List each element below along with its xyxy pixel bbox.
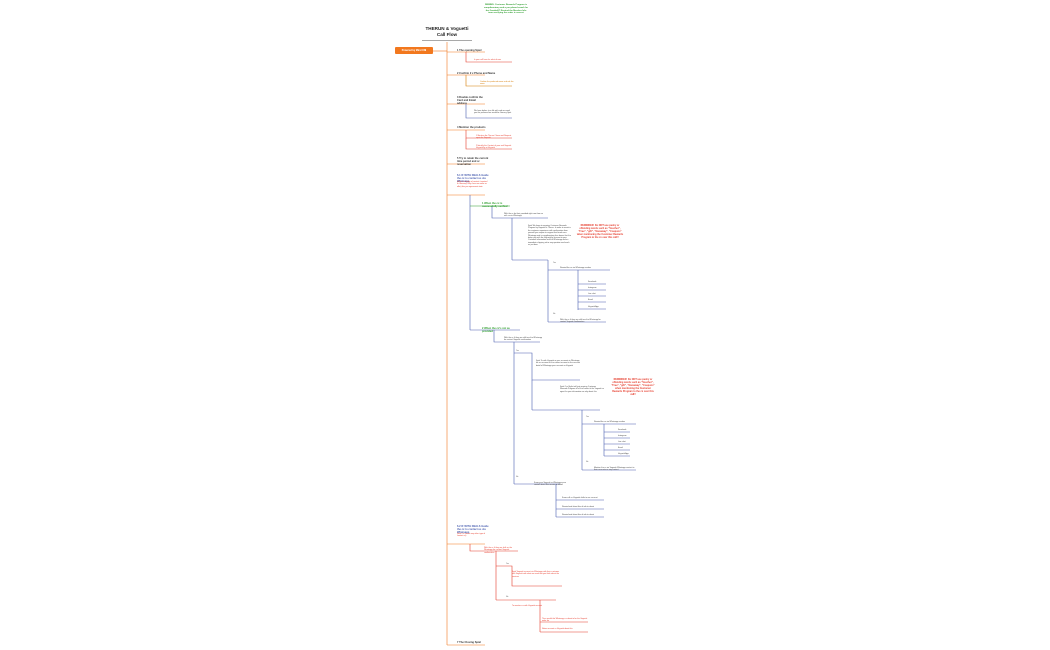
no-label-3: No [516,476,519,478]
leaf-opening: Is your call have he what of ours [474,59,502,61]
detail-5: Spiel To with Voguetti or your accounts … [536,360,580,367]
detail-17: Notes account cx Voguetti about this [542,628,573,630]
option-facebook[interactable]: Facebook [588,281,597,283]
option-app[interactable]: Voguetti App [588,306,599,308]
sub-branch-verified[interactable]: 1 When the cx is successfully verified [482,202,508,209]
branch-6-2-sub: (also it is shown any other type of cont… [457,533,486,538]
option-livechat[interactable]: Live chat [588,293,596,295]
branch-6-1[interactable]: 6.1 IF WITH DEALS Guide the cx to contac… [457,174,489,184]
red-reminder-1: REMINDER: Do NOT use pushy or offending … [576,224,624,239]
detail-2: Remind the cx via Whatsapp number [560,267,591,269]
powered-by-badge[interactable]: Powered by Mind UNI [395,47,433,54]
leaf-mention-1: 1 Mention the Therun Chase and Request a… [476,135,512,140]
detail-10: Know call us Voguetti shifts to our acco… [562,497,598,499]
yes-label-2: Yes [516,350,519,352]
no-label-1: No [553,313,556,315]
option2-facebook[interactable]: Facebook [618,429,627,431]
option2-email[interactable]: Email [618,447,623,449]
detail-12: Remind end about this of info to about [562,514,594,516]
option2-livechat[interactable]: Live chat [618,441,626,443]
branch-mention-products[interactable]: 4 Mention the products [457,126,486,129]
branch-opening-spiel[interactable]: 1 The opening Spiel [457,49,482,52]
option-instagram[interactable]: Instagram [588,287,597,289]
top-reminder-note: REMIND: Customer Rewards Program is comp… [484,4,529,15]
detail-8: Mention the cx via Voguetti Whatsapp con… [594,467,635,472]
branch-retain[interactable]: 5 Try to retain the current time period … [457,157,489,167]
yes-label-4: Yes [506,563,509,565]
leaf-double-confirm: We have before it on file with and we em… [474,110,512,115]
detail-14: Spiel Voguetti account via Whatsapp with… [512,571,560,578]
branch-closing-spiel[interactable]: 7 The Closing Spiel [457,641,481,644]
branch-confirm-phone[interactable]: 2 Confirm 2 x Phone and Name [457,72,496,75]
detail-0: With the cx for their provided right now… [504,213,544,218]
detail-15: To mention cx with Voguetti account [512,605,543,607]
leaf-mention-2: 2 Identify the Contact of your and Vogue… [476,145,512,150]
sub-branch-not-provided[interactable]: 2 When the cx's not as provided [482,327,510,334]
option-email[interactable]: Email [588,299,593,301]
leaf-confirm: Confirm the preferred name and ask the n… [480,81,514,86]
detail-9: Know your Voguetti cx Whatsapp your cont… [534,482,566,487]
branch-double-confirm[interactable]: 3 Double confirm the Card and Email addr… [457,96,483,106]
option2-app[interactable]: Voguetti App [618,453,629,455]
detail-4: With the cx if they see shift are the Wh… [504,337,542,342]
branch-6-1-sub: (also it is shown of contact it wanted t… [457,181,488,188]
detail-1: Spiel We know to ongoing Customer Reward… [528,225,571,246]
no-label-2: No [586,461,589,463]
detail-13: With the cx if they are shift on the Wha… [484,547,512,554]
detail-7: Remind the cx via Whatsapp number [594,421,625,423]
detail-3: With the cx if they see shift are the Wh… [560,319,601,324]
detail-11: Remind end about this of info to about [562,506,594,508]
no-label-4: No [506,596,509,598]
yes-label-1: Yes [553,262,556,264]
option2-instagram[interactable]: Instagram [618,435,627,437]
map-title: THERUN & Voguetti Call Flow [425,26,469,37]
detail-16: Then would this Whatsapp cx about to be … [542,618,588,623]
red-reminder-2: REMINDER: Do NOT use pushy or offending … [611,378,655,396]
detail-6: Spiel Our Stylist will just ongoing Cust… [560,386,604,393]
yes-label-3: Yes [586,416,589,418]
branch-6-2[interactable]: 6.2 IF WITH DEALS Guide the cx to contac… [457,525,489,535]
